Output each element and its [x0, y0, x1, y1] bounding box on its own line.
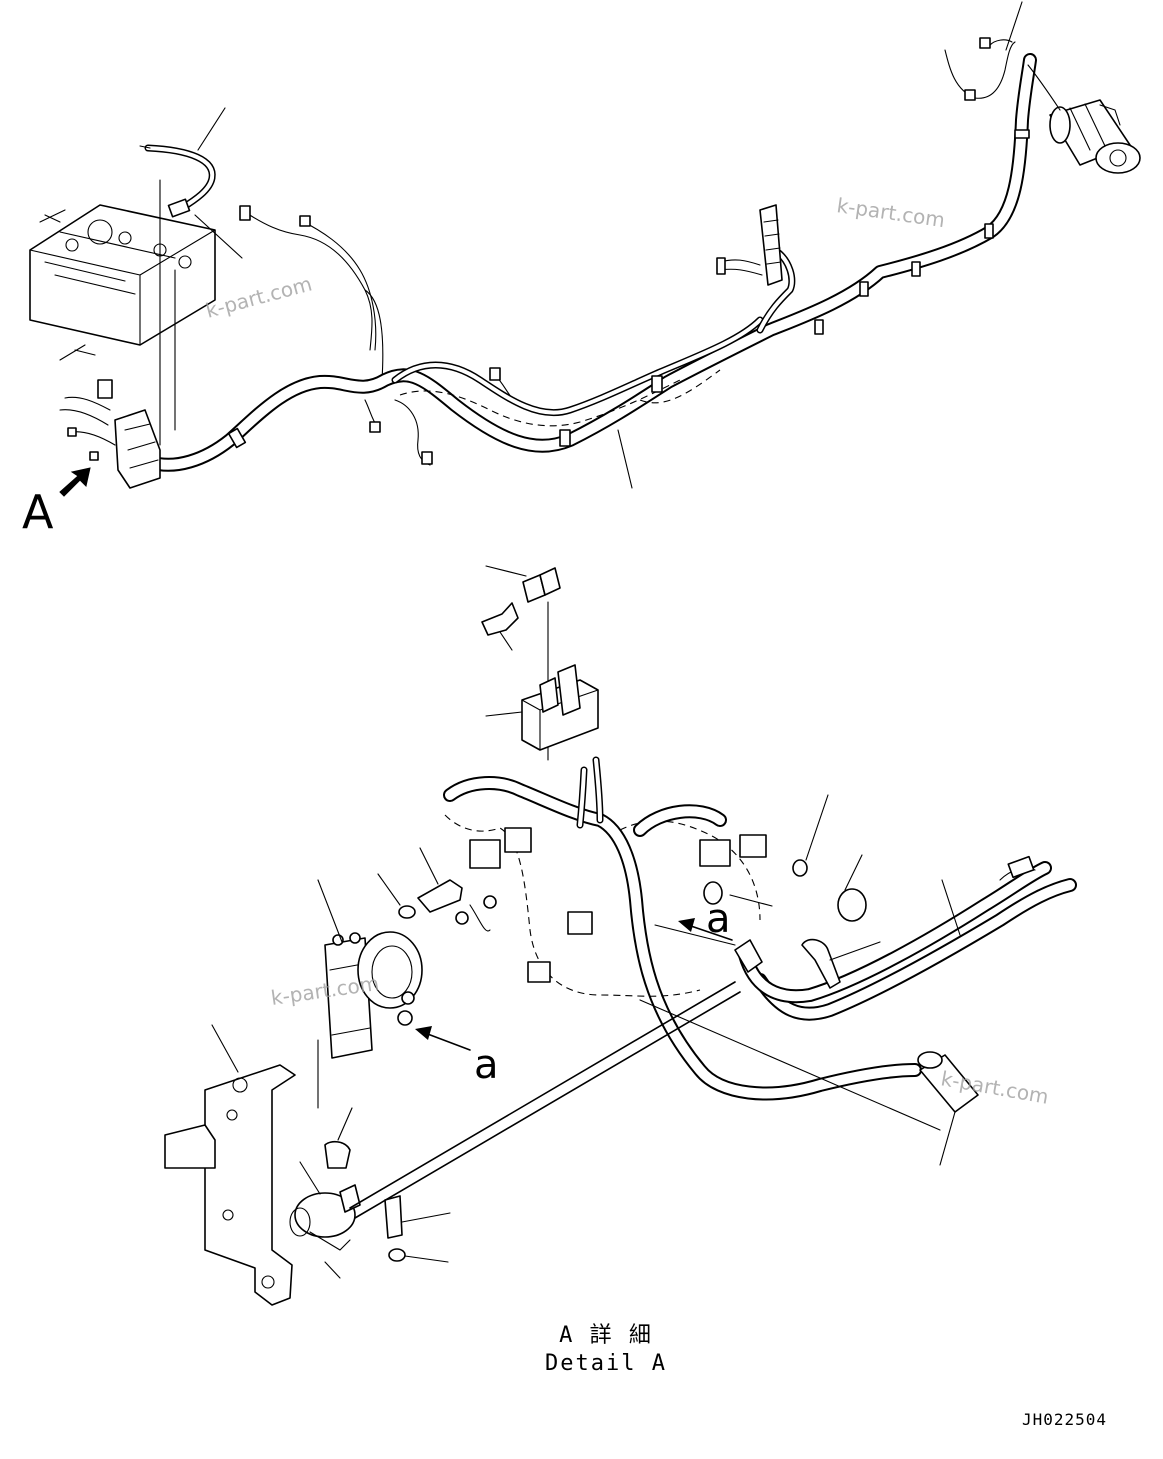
caption-japanese: A 詳 細 — [559, 1323, 653, 1348]
leader-lines-top — [194, 1, 1023, 489]
detail-harness — [443, 601, 922, 1101]
arrow-a-harness: a — [678, 896, 733, 942]
arrow-a-label-2: a — [706, 896, 731, 942]
harness-branch-right — [716, 204, 796, 334]
junction-box — [59, 379, 161, 489]
arrow-a-label-1: a — [474, 1042, 499, 1088]
battery-assembly — [29, 179, 216, 446]
battery-relay — [317, 879, 423, 1059]
battery-cable — [139, 144, 216, 218]
connectors — [469, 827, 767, 983]
cable-terminals — [455, 794, 979, 1166]
sub-harness-wires — [239, 205, 521, 466]
drawing-code: JH022504 — [1022, 1410, 1107, 1429]
arrow-a-relay: a — [415, 1026, 499, 1088]
mounting-bracket — [164, 1024, 319, 1306]
caption-english: Detail A — [545, 1351, 667, 1376]
ground-cable-top — [944, 37, 1061, 111]
view-marker-label: A — [22, 485, 54, 539]
watermark: k-part.com — [835, 193, 946, 232]
watermark: k-part.com — [203, 271, 314, 322]
detail-relay-cable — [349, 924, 941, 1219]
starter-relay — [289, 1161, 361, 1279]
view-arrow-a: A — [22, 467, 91, 539]
heavy-cable — [734, 855, 1077, 1021]
fusible-link — [485, 565, 599, 751]
bolts-and-washers — [324, 602, 519, 1263]
main-harness — [143, 53, 1037, 472]
starter-motor — [1049, 99, 1141, 174]
